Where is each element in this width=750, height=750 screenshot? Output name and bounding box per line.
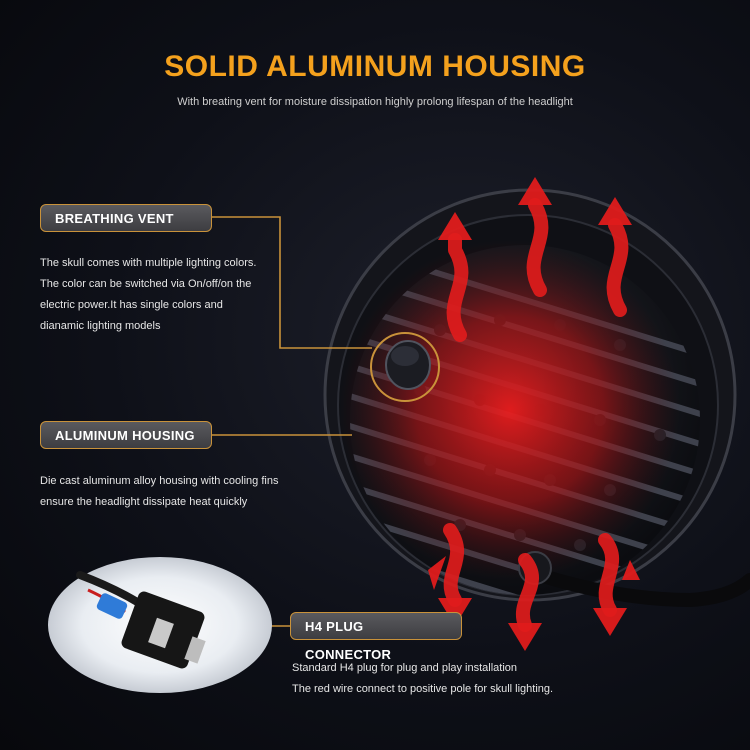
breathing-vent-line-3: electric power.It has single colors and [40,299,223,311]
breathing-vent-line-2: The color can be switched via On/off/on … [40,278,252,290]
aluminum-housing-label: ALUMINUM HOUSING [40,421,212,449]
page-title: SOLID ALUMINUM HOUSING [164,50,586,83]
aluminum-housing-description: Die cast aluminum alloy housing with coo… [40,471,278,513]
breathing-vent-label: BREATHING VENT [40,204,212,232]
aluminum-housing-line-1: Die cast aluminum alloy housing with coo… [40,475,279,487]
breathing-vent-description: The skull comes with multiple lighting c… [40,253,256,337]
breathing-vent-icon [370,332,440,402]
headlight-housing [323,188,750,608]
h4-plug-label: H4 PLUG CONNECTOR [290,612,462,662]
heat-arrow-icon [443,198,629,632]
breathing-vent-line-1: The skull comes with multiple lighting c… [40,257,257,269]
breathing-vent-line-4: dianamic lighting models [40,320,161,332]
h4-plug-icon [48,557,272,693]
power-cable [533,568,750,608]
h4-plug-description: Standard H4 plug for plug and play insta… [292,658,553,700]
page-subtitle: With breating vent for moisture dissipat… [177,96,573,108]
h4-plug-line-2: The red wire connect to positive pole fo… [292,683,554,695]
heat-arrow-heads [428,177,640,651]
aluminum-housing-line-2: ensure the headlight dissipate heat quic… [40,496,248,508]
h4-plug-line-1: Standard H4 plug for plug and play insta… [292,662,518,674]
